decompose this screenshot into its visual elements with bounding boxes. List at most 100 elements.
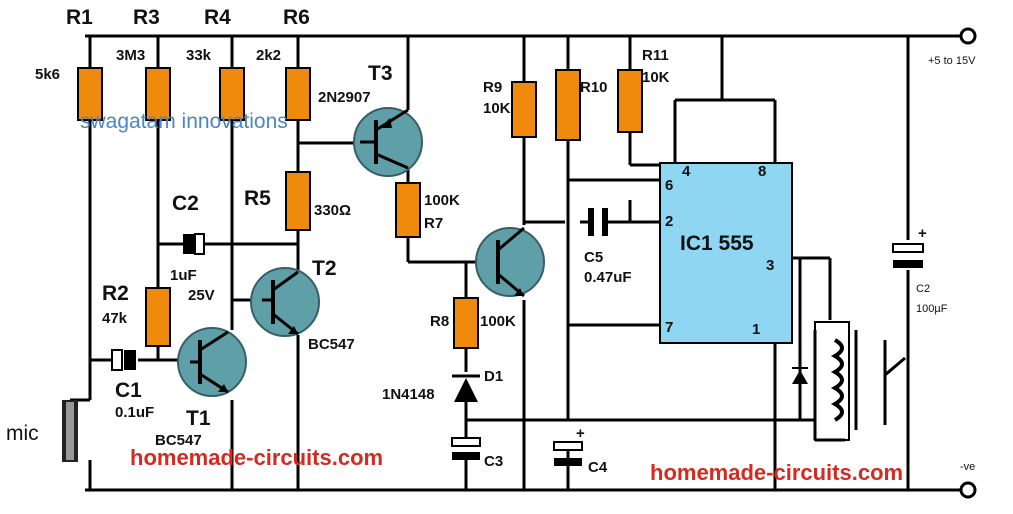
schematic-shape <box>183 234 195 254</box>
capacitor-c2-100uf: + <box>892 225 927 268</box>
supply-positive-label: +5 to 15V <box>928 55 976 67</box>
label-c2: C2 <box>172 192 199 215</box>
positive-terminal <box>959 27 977 45</box>
resistor-r2 <box>145 287 171 347</box>
schematic-shape <box>250 267 320 337</box>
resistor-r4 <box>219 67 245 121</box>
transistor-t4 <box>475 226 545 298</box>
label-r5: R5 <box>244 187 271 210</box>
schematic-shape <box>111 349 123 371</box>
schematic-shape <box>553 441 583 451</box>
value-r1: 5k6 <box>35 66 60 83</box>
value-c2-100uf: 100µF <box>916 303 948 315</box>
value-r6: 2k2 <box>256 47 281 64</box>
transistor-t1 <box>177 327 247 397</box>
schematic-shape <box>475 227 545 297</box>
ic-name: IC1 555 <box>680 232 754 255</box>
capacitor-c1 <box>111 349 136 371</box>
capacitor-c5 <box>588 208 608 236</box>
ic-pin-6: 6 <box>665 177 673 194</box>
value-r11: 10K <box>642 69 670 86</box>
schematic-shape: + <box>576 425 585 442</box>
value-c5: 0.47uF <box>584 269 632 286</box>
transistor-t2 <box>250 267 320 337</box>
schematic-shape <box>452 452 480 460</box>
schematic-shape <box>288 326 298 334</box>
negative-terminal <box>959 481 977 499</box>
part-t3: 2N2907 <box>318 89 371 106</box>
schematic-shape <box>124 350 136 370</box>
resistor-r7 <box>395 182 421 238</box>
schematic-shape <box>830 338 844 422</box>
supply-negative-label: -ve <box>960 461 975 473</box>
watermark-homemade-right: homemade-circuits.com <box>650 460 903 485</box>
schematic-shape <box>454 378 478 402</box>
voltage-c2: 25V <box>188 287 215 304</box>
resistor-r11 <box>617 69 643 133</box>
value-c1: 0.1uF <box>115 404 154 421</box>
label-c3: C3 <box>484 453 503 470</box>
label-r3: R3 <box>133 6 160 29</box>
ic-pin-1: 1 <box>752 321 760 338</box>
ic-pin-4: 4 <box>682 163 691 180</box>
value-r9: 10K <box>483 100 511 117</box>
capacitor-c2 <box>183 233 205 255</box>
wire <box>199 330 229 352</box>
value-r8: 100K <box>480 313 516 330</box>
resistor-r3 <box>145 67 171 121</box>
capacitor-c3 <box>451 437 481 460</box>
label-r7: R7 <box>424 215 443 232</box>
schematic-shape <box>66 402 74 460</box>
schematic-shape <box>893 260 923 268</box>
schematic-shape <box>177 327 247 397</box>
microphone <box>62 400 78 462</box>
value-r3: 3M3 <box>116 47 145 64</box>
ic-pin-2: 2 <box>665 213 673 230</box>
label-r8: R8 <box>430 313 449 330</box>
part-d1: 1N4148 <box>382 386 435 403</box>
resistor-r9 <box>511 81 537 138</box>
schematic-shape <box>602 208 608 236</box>
label-r11: R11 <box>642 47 669 64</box>
value-r5: 330Ω <box>314 202 351 219</box>
schematic-shape <box>814 321 850 441</box>
ic-pin-8: 8 <box>758 163 766 180</box>
labels: R1 R3 R4 R6 5k6 3M3 33k 2k2 T3 2N2907 R5… <box>6 6 976 476</box>
label-t2: T2 <box>312 257 337 280</box>
schematic-shape <box>218 384 228 392</box>
schematic-shape <box>514 288 524 296</box>
value-r2: 47k <box>102 310 128 327</box>
label-mic: mic <box>6 422 39 445</box>
schematic-shape <box>792 370 808 384</box>
schematic-shape <box>380 118 392 128</box>
label-r9: R9 <box>483 79 502 96</box>
watermark-homemade-left: homemade-circuits.com <box>130 445 383 470</box>
schematic-shape <box>194 233 205 255</box>
transistor-t3 <box>353 107 423 177</box>
part-t1: BC547 <box>155 432 202 449</box>
label-r2: R2 <box>102 282 129 305</box>
schematic-shape <box>451 437 481 447</box>
value-r4: 33k <box>186 47 212 64</box>
resistor-r6 <box>285 67 311 121</box>
capacitor-c4: + <box>553 425 585 466</box>
watermark-swagatam: swagatam innovations <box>80 110 288 133</box>
schematic-shape <box>353 107 423 177</box>
label-d1: D1 <box>484 368 503 385</box>
value-c2: 1uF <box>170 267 197 284</box>
resistor-r1 <box>77 67 103 121</box>
wire <box>884 356 906 377</box>
resistor-r5 <box>285 171 311 231</box>
label-r6: R6 <box>283 6 310 29</box>
schematic-shape <box>588 208 594 236</box>
label-t3: T3 <box>368 62 393 85</box>
label-r10: R10 <box>580 79 608 96</box>
relay <box>792 321 906 441</box>
label-c2-100uf: C2 <box>916 283 930 295</box>
label-c1: C1 <box>115 379 142 402</box>
label-c5: C5 <box>584 249 603 266</box>
resistor-r8 <box>453 297 479 349</box>
wire <box>272 270 299 292</box>
